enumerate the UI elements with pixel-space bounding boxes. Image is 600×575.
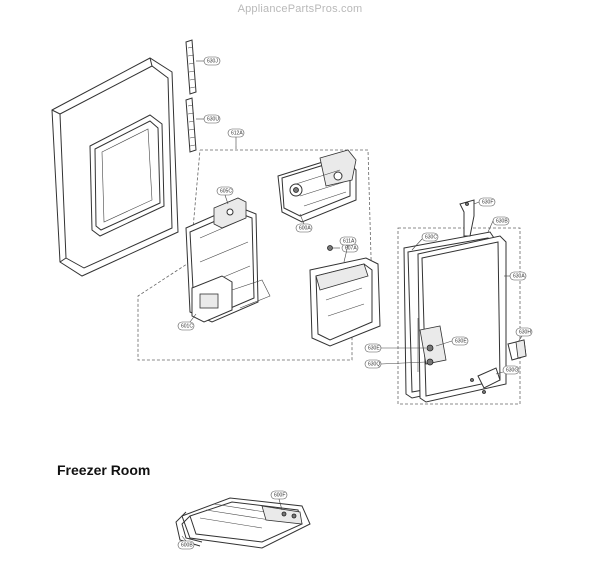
ice-maker-module-600a[interactable]	[277, 149, 357, 223]
label-600b: 600B	[181, 543, 193, 549]
label-630b: 630B	[496, 219, 508, 225]
freezer-ice-maker-600f[interactable]	[181, 497, 311, 549]
bracket-630g[interactable]	[470, 367, 501, 394]
label-600f: 600F	[274, 493, 285, 499]
door-panel-630a[interactable]	[417, 235, 507, 403]
label-630f: 630F	[482, 200, 493, 206]
label-601c: 601C	[181, 324, 193, 330]
label-630h: 630H	[519, 330, 531, 336]
label-630q: 630Q	[368, 362, 380, 368]
door-liner-frame[interactable]	[51, 57, 179, 277]
label-630c: 630C	[425, 235, 437, 241]
hinge-630f[interactable]	[459, 199, 475, 237]
label-605c: 605C	[220, 189, 232, 195]
screw-607a[interactable]	[327, 245, 341, 251]
label-630e-left: 630E	[368, 346, 380, 352]
label-630e-right: 630E	[455, 339, 467, 345]
callouts: 630J 630U 612A 605C 600A 607A 611A	[177, 56, 533, 550]
icemaker-housing-601c[interactable]	[185, 197, 271, 323]
label-612a: 612A	[231, 131, 243, 137]
ice-bin-cover-611a[interactable]	[309, 257, 381, 347]
label-630a: 630A	[513, 274, 525, 280]
strip-630j[interactable]	[185, 39, 197, 95]
assembly-boundary-630	[397, 227, 521, 405]
label-630j: 630J	[207, 59, 218, 65]
strip-630u[interactable]	[185, 97, 197, 153]
label-630u: 630U	[207, 117, 219, 123]
assembly-boundary-612a	[137, 146, 373, 361]
watermark: AppliancePartsPros.com	[237, 3, 363, 15]
handle-630h[interactable]	[507, 339, 527, 361]
label-600a: 600A	[299, 226, 311, 232]
label-630g: 630G	[506, 368, 518, 374]
label-611a: 611A	[343, 239, 355, 245]
label-607a: 607A	[345, 246, 357, 252]
section-title-freezer-room: Freezer Room	[57, 462, 151, 478]
